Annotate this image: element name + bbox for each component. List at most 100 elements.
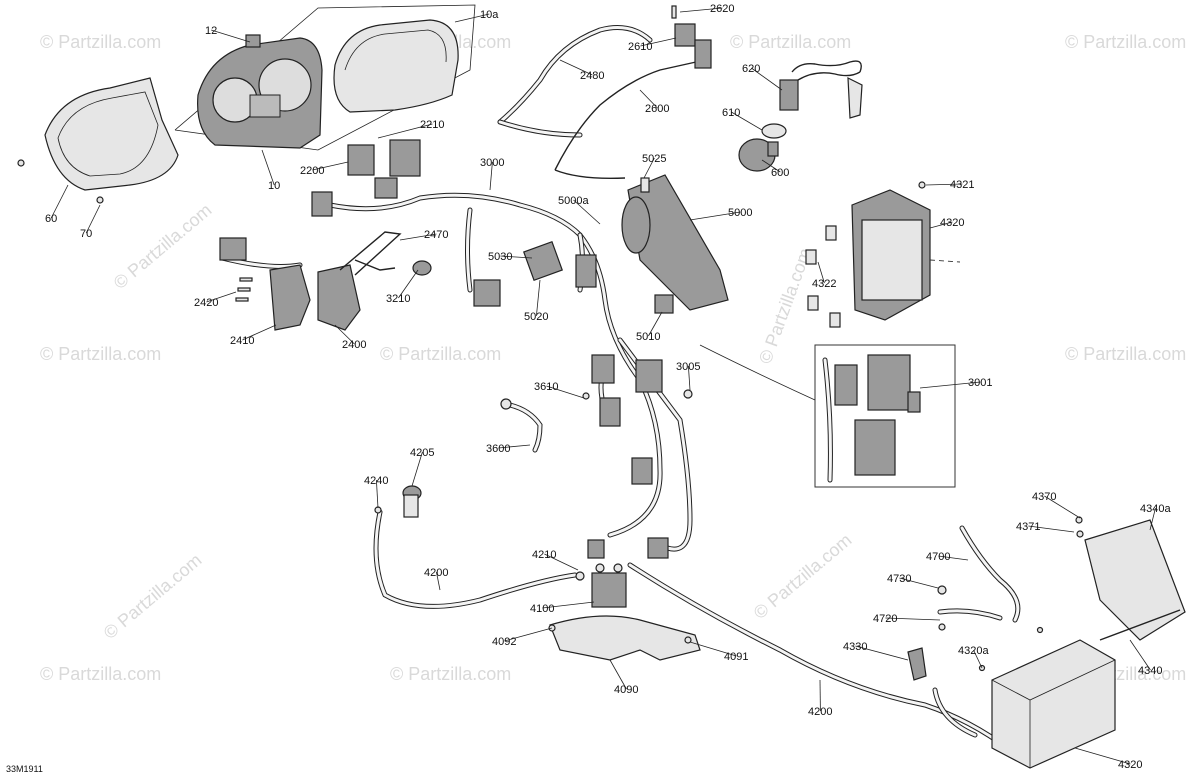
dess-key-parts	[738, 60, 863, 172]
callout-label-4720: 4720	[873, 613, 897, 625]
leader-line-5010	[648, 311, 663, 337]
leader-line-5030	[500, 255, 533, 259]
leader-line-2600	[639, 89, 658, 109]
leader-line-70	[85, 204, 101, 234]
callout-label-4321: 4321	[950, 179, 974, 191]
leader-line-5000a	[573, 199, 601, 225]
leader-line-4100	[542, 601, 595, 609]
switch-housing-parts	[219, 231, 432, 331]
callout-label-4330: 4330	[843, 641, 867, 653]
callout-label-4320: 4320	[940, 217, 964, 229]
callout-label-4210: 4210	[532, 549, 556, 561]
callout-label-5000a: 5000a	[558, 195, 589, 207]
leader-line-5000	[689, 211, 741, 221]
battery-assembly	[907, 516, 1186, 769]
callout-label-4200: 4200	[424, 567, 448, 579]
callout-label-10a: 10a	[480, 9, 499, 21]
callout-label-3600: 3600	[486, 443, 510, 455]
callout-label-4205: 4205	[410, 447, 434, 459]
watermark-text: © Partzilla.com	[40, 344, 161, 364]
callout-label-5020: 5020	[524, 311, 548, 323]
callout-label-5010: 5010	[636, 331, 660, 343]
callout-label-2400: 2400	[342, 339, 366, 351]
leader-line-4340	[1129, 639, 1151, 671]
watermark-text: © Partzilla.com	[40, 32, 161, 52]
callout-label-620: 620	[742, 63, 760, 75]
leader-line-3000	[489, 161, 493, 191]
callout-label-5030: 5030	[488, 251, 512, 263]
leader-line-4720	[885, 617, 941, 621]
callout-label-3005: 3005	[676, 361, 700, 373]
callout-label-2420: 2420	[194, 297, 218, 309]
callout-label-610: 610	[722, 107, 740, 119]
leader-line-2210	[377, 123, 433, 139]
watermark-text: © Partzilla.com	[380, 344, 501, 364]
callout-label-3610: 3610	[534, 381, 558, 393]
callout-label-2480: 2480	[580, 70, 604, 82]
leader-line-10	[261, 149, 275, 186]
leader-line-60	[50, 184, 69, 219]
leader-line-600	[761, 159, 781, 173]
leader-line-3005	[688, 365, 691, 391]
callout-label-4200: 4200	[808, 706, 832, 718]
leader-line-4200	[436, 571, 441, 591]
leader-line-4321	[925, 183, 963, 186]
callout-label-600: 600	[771, 167, 789, 179]
leader-line-620	[751, 67, 783, 91]
leader-line-2400	[334, 324, 355, 345]
leader-line-4700	[938, 555, 969, 561]
watermark-text-diagonal: © Partzilla.com	[100, 550, 206, 643]
callout-label-4322: 4322	[812, 278, 836, 290]
leader-line-3001	[919, 381, 981, 389]
callout-label-4340: 4340	[1138, 665, 1162, 677]
callout-label-4091: 4091	[724, 651, 748, 663]
callout-label-4240: 4240	[364, 475, 388, 487]
leader-line-12	[211, 29, 251, 43]
leader-line-2480	[559, 59, 593, 76]
ground-cable-3600	[500, 389, 693, 453]
leader-line-2620	[679, 7, 723, 13]
callout-label-2470: 2470	[424, 229, 448, 241]
leader-line-2610	[640, 37, 677, 47]
leader-line-4091	[689, 641, 737, 657]
callout-label-2620: 2620	[710, 3, 734, 15]
leader-line-4322	[817, 261, 825, 284]
callout-label-2200: 2200	[300, 165, 324, 177]
callout-label-4370: 4370	[1032, 491, 1056, 503]
leader-line-4320	[929, 221, 953, 229]
antenna-wires	[497, 5, 712, 179]
callout-label-3000: 3000	[480, 157, 504, 169]
leader-line-4370	[1044, 495, 1081, 519]
main-harness	[311, 139, 693, 559]
callout-label-4320: 4320	[1118, 759, 1142, 771]
leader-line-4205	[411, 451, 423, 487]
leader-line-4210	[544, 553, 579, 571]
watermark-text-diagonal: © Partzilla.com	[110, 200, 216, 293]
leader-line-4730	[899, 577, 939, 589]
callout-label-2410: 2410	[230, 335, 254, 347]
instrument-cluster-group	[17, 4, 476, 204]
leader-line-5020	[536, 279, 541, 317]
callout-label-2610: 2610	[628, 41, 652, 53]
callout-label-4090: 4090	[614, 684, 638, 696]
callout-label-4371: 4371	[1016, 521, 1040, 533]
callout-label-5025: 5025	[642, 153, 666, 165]
leader-line-4090	[609, 659, 627, 690]
leader-line-4371	[1028, 525, 1075, 533]
leader-line-4340a	[1149, 507, 1156, 531]
leader-line-3210	[398, 269, 419, 299]
fuse-box	[805, 181, 961, 328]
callout-label-2210: 2210	[420, 119, 444, 131]
callout-label-12: 12	[205, 25, 217, 37]
ecm-module	[523, 174, 729, 314]
leader-line-4320a	[973, 649, 983, 669]
leader-line-4320	[1074, 747, 1131, 765]
leader-line-2470	[399, 233, 437, 241]
callout-label-3210: 3210	[386, 293, 410, 305]
leader-line-2200	[312, 161, 349, 171]
drawing-code: 33M1911	[6, 764, 43, 774]
callout-label-4092: 4092	[492, 636, 516, 648]
solenoid-and-bracket	[548, 563, 701, 661]
watermark-text: © Partzilla.com	[1065, 344, 1186, 364]
